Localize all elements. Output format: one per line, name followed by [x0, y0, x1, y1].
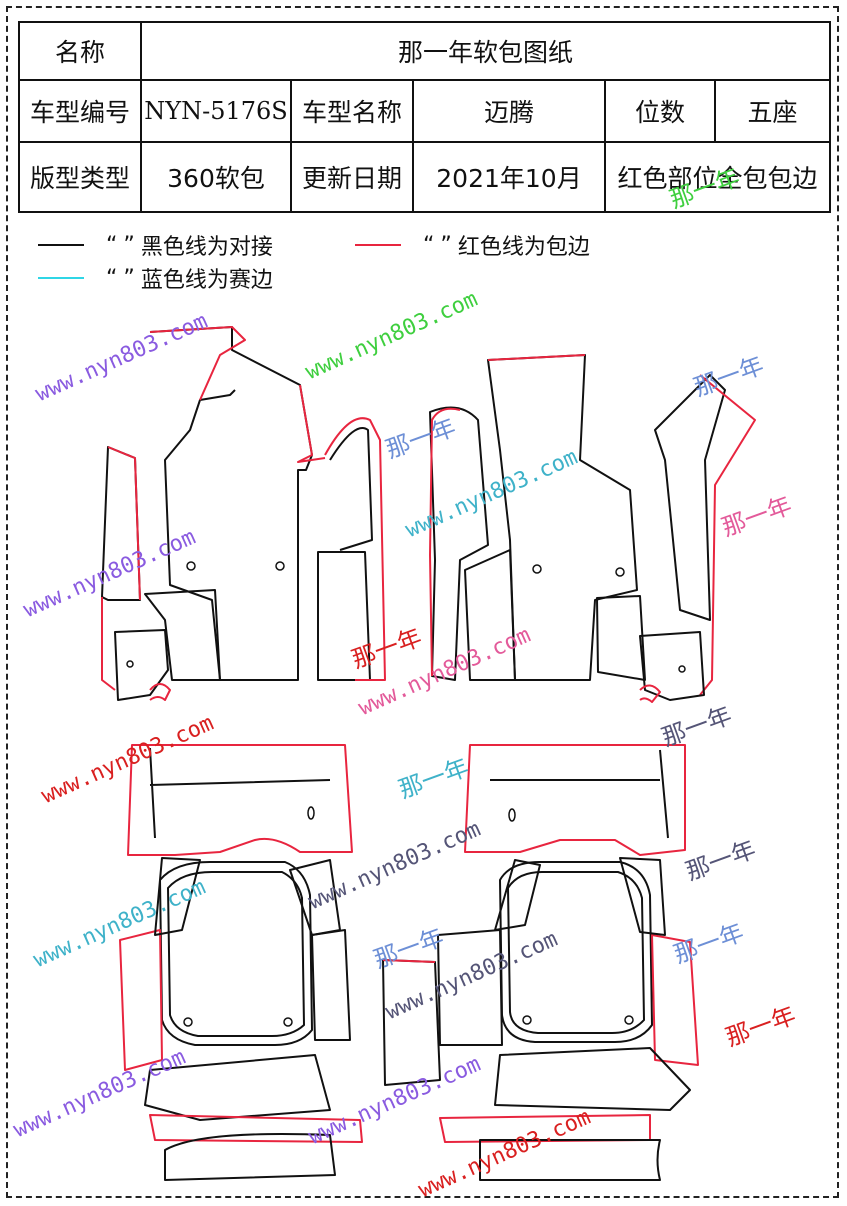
- pattern-piece-left-tunnel-upper: [289, 859, 341, 936]
- red-line-swatch: [355, 244, 401, 246]
- pattern-piece-right-tunnel-upper: [494, 859, 541, 931]
- mounting-hole: [532, 564, 542, 574]
- model-name-label: 车型名称: [290, 79, 414, 143]
- mounting-hole: [678, 665, 686, 673]
- pattern-piece-right-console: [464, 549, 516, 681]
- pattern-piece-right-door: [639, 631, 705, 701]
- pattern-type-value: 360软包: [140, 141, 292, 213]
- pattern-piece-left-rear-curve: [164, 1133, 336, 1181]
- pattern-piece-right-door-notch: [639, 684, 661, 703]
- pattern-piece-center-tunnel-left: [324, 417, 386, 681]
- pattern-piece-right-tunnel-side: [437, 929, 503, 1046]
- model-code-label: 车型编号: [18, 79, 142, 143]
- quote-close: ”: [123, 232, 135, 258]
- spec-row-type: 版型类型 360软包 更新日期 2021年10月 红色部位全包包边: [18, 141, 832, 213]
- pattern-piece-right-dashboard-edge: [487, 354, 586, 361]
- mounting-slot: [508, 808, 516, 822]
- pattern-piece-right-side: [651, 934, 699, 1066]
- mounting-slot: [307, 806, 315, 820]
- mounting-hole: [275, 561, 285, 571]
- quote-open: “: [423, 232, 435, 258]
- pattern-piece-left-front-panel-inner: [149, 747, 331, 839]
- pattern-piece-left-dashboard-edge: [149, 326, 326, 463]
- mounting-hole: [183, 1017, 193, 1027]
- pattern-piece-right-dashboard: [487, 354, 638, 681]
- pattern-piece-left-door-notch: [149, 683, 171, 701]
- spec-row-model: 车型编号 NYN-5176S 车型名称 迈腾 位数 五座: [18, 79, 832, 143]
- quote-close: ”: [440, 232, 452, 258]
- model-name-value: 迈腾: [412, 79, 606, 143]
- pattern-piece-center-tunnel-rear: [382, 959, 441, 1086]
- pattern-piece-center-tunnel-rear-edge: [382, 959, 436, 963]
- pattern-piece-right-tunnel-edge: [429, 407, 461, 677]
- black-line-swatch: [38, 244, 84, 246]
- pattern-type-label: 版型类型: [18, 141, 142, 213]
- pattern-piece-left-floor-main-inner: [167, 871, 305, 1037]
- model-code-value: NYN-5176S: [140, 79, 292, 143]
- pattern-piece-center-tunnel-left-inner: [329, 427, 373, 551]
- update-value: 2021年10月: [412, 141, 606, 213]
- mounting-hole: [186, 561, 196, 571]
- pattern-piece-right-pillar: [654, 374, 726, 621]
- pattern-piece-left-floor-main: [159, 861, 313, 1046]
- pattern-piece-left-rear-strip: [149, 1114, 363, 1143]
- pattern-piece-center-console-left: [317, 551, 371, 681]
- legend-blue: “ ” 蓝色线为赛边: [38, 262, 273, 294]
- seats-value: 五座: [713, 79, 832, 143]
- pattern-piece-right-heel: [494, 1047, 691, 1111]
- pattern-piece-left-door-small: [114, 629, 169, 701]
- blue-line-label: 蓝色线为赛边: [140, 268, 273, 293]
- mounting-hole: [522, 1015, 532, 1025]
- blue-line-swatch: [38, 277, 84, 279]
- pattern-piece-right-tunnel: [429, 406, 489, 681]
- pattern-piece-right-rear-curve: [479, 1139, 661, 1181]
- pattern-piece-right-side-2: [619, 857, 666, 936]
- pattern-piece-left-pillar: [101, 446, 141, 601]
- pattern-piece-left-door-main: [144, 589, 221, 681]
- pattern-piece-right-door-main: [596, 595, 646, 681]
- pattern-piece-left-front-panel: [127, 744, 353, 856]
- seats-label: 位数: [604, 79, 716, 143]
- black-line-label: 黑色线为对接: [140, 235, 273, 260]
- mounting-hole: [624, 1015, 634, 1025]
- update-label: 更新日期: [290, 141, 414, 213]
- pattern-piece-left-side-2: [154, 857, 201, 936]
- pattern-piece-right-rear-strip: [439, 1114, 651, 1143]
- mounting-hole: [615, 567, 625, 577]
- pattern-piece-left-tunnel-side: [311, 929, 351, 1041]
- name-label: 名称: [18, 21, 142, 81]
- pattern-piece-left-heel: [144, 1054, 331, 1121]
- red-line-label: 红色线为包边: [457, 235, 590, 260]
- quote-open: “: [106, 232, 118, 258]
- quote-open: “: [106, 265, 118, 291]
- spec-table: 名称 那一年软包图纸 车型编号 NYN-5176S 车型名称 迈腾 位数 五座 …: [18, 21, 832, 213]
- mounting-hole: [126, 660, 134, 668]
- quote-close: ”: [123, 265, 135, 291]
- pattern-piece-left-pillar-edge: [101, 446, 141, 691]
- legend-red: “ ” 红色线为包边: [355, 229, 590, 261]
- red-area-note: 红色部位全包包边: [603, 141, 832, 213]
- legend-black: “ ” 黑色线为对接: [38, 229, 273, 261]
- pattern-piece-right-front-panel: [464, 744, 686, 856]
- pattern-piece-right-front-panel-inner: [490, 749, 669, 839]
- pattern-piece-right-pillar-edge: [699, 374, 756, 696]
- spec-row-name: 名称 那一年软包图纸: [18, 21, 832, 81]
- mounting-hole: [283, 1017, 293, 1027]
- name-value: 那一年软包图纸: [139, 21, 832, 81]
- pattern-piece-right-floor-main-inner: [507, 871, 645, 1034]
- pattern-piece-left-side: [119, 929, 163, 1071]
- dashed-page-border: [6, 6, 839, 1198]
- pattern-piece-left-dashboard: [149, 326, 313, 681]
